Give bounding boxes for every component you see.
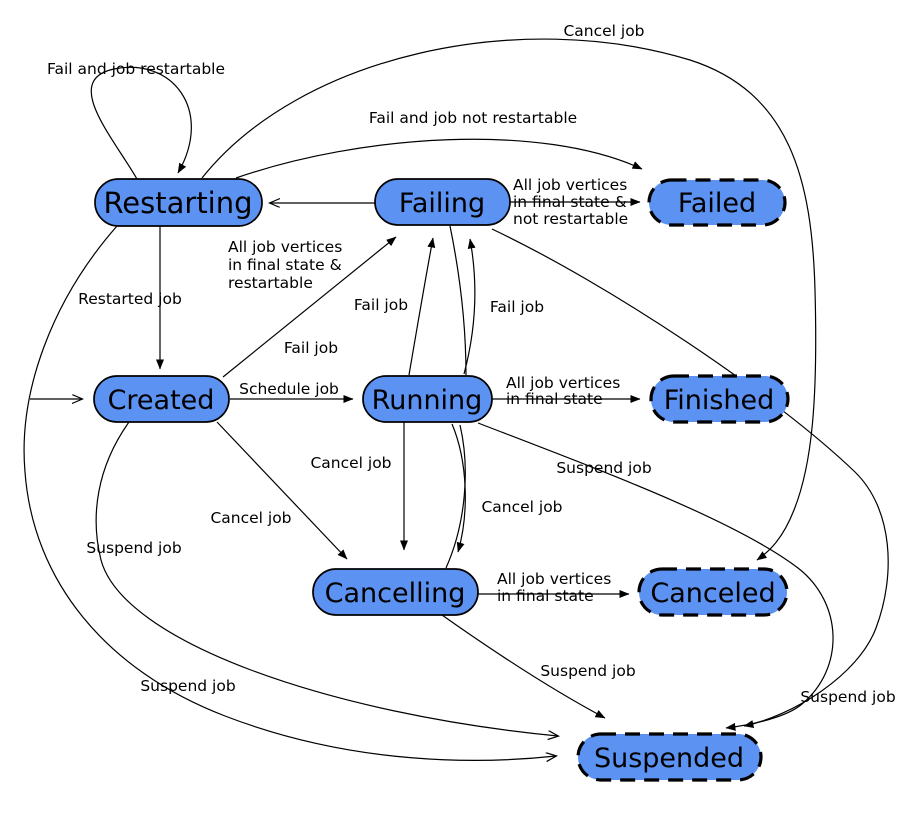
edge-label-suspend-job-cancelling: Suspend job bbox=[540, 662, 635, 680]
edge-label-all-vertices-restartable-3: restartable bbox=[228, 274, 313, 292]
edge-label-suspend-job-restarting: Suspend job bbox=[140, 677, 235, 695]
edge-restarting-self-loop bbox=[90, 66, 192, 180]
edge-cancelling-to-failing-lower bbox=[445, 424, 466, 569]
edge-label-fail-job-cancelling: Fail job bbox=[490, 298, 544, 316]
state-label-created: Created bbox=[108, 385, 215, 416]
state-label-finished: Finished bbox=[664, 385, 775, 416]
state-node-created: Created bbox=[93, 375, 230, 423]
edge-label-all-vertices-not-restartable-3: not restartable bbox=[513, 210, 628, 228]
edge-label-suspend-job-created: Suspend job bbox=[86, 539, 181, 557]
edge-failing-to-suspended bbox=[491, 228, 889, 728]
edge-created-to-cancelling bbox=[216, 421, 348, 560]
edge-label-all-vertices-restartable-1: All job vertices bbox=[228, 238, 342, 256]
edge-running-to-suspended bbox=[477, 422, 834, 731]
state-node-canceled: Canceled bbox=[637, 567, 789, 617]
edge-created-to-suspended bbox=[95, 421, 558, 736]
edge-label-suspend-job-running: Suspend job bbox=[556, 459, 651, 477]
edge-label-cancel-job-created: Cancel job bbox=[210, 509, 291, 527]
edge-label-all-vertices-final-cancelling-2: in final state bbox=[497, 587, 594, 605]
state-label-failed: Failed bbox=[678, 188, 756, 219]
edge-label-fail-and-job-not-restartable: Fail and job not restartable bbox=[369, 109, 577, 127]
edge-label-fail-job-created: Fail job bbox=[284, 339, 338, 357]
edge-label-cancel-job-restarting: Cancel job bbox=[563, 22, 644, 40]
edge-created-to-failing bbox=[222, 236, 397, 378]
state-label-suspended: Suspended bbox=[594, 743, 744, 774]
edge-restarting-to-failed bbox=[235, 138, 643, 179]
state-label-restarting: Restarting bbox=[103, 186, 252, 220]
edge-label-all-vertices-restartable-2: in final state & bbox=[228, 256, 342, 274]
edge-label-fail-job-running: Fail job bbox=[354, 296, 408, 314]
edge-label-all-vertices-final-cancelling-1: All job vertices bbox=[497, 570, 611, 588]
edge-failing-to-cancelling-upper bbox=[449, 225, 467, 376]
state-node-suspended: Suspended bbox=[576, 732, 763, 782]
edge-restarting-to-suspended bbox=[23, 225, 556, 760]
edge-label-fail-and-job-restartable: Fail and job restartable bbox=[47, 60, 225, 78]
state-node-failing: Failing bbox=[374, 178, 511, 226]
edge-label-all-vertices-not-restartable-2: in final state & bbox=[513, 193, 627, 211]
state-label-running: Running bbox=[372, 385, 483, 416]
edge-label-cancel-job-running: Cancel job bbox=[310, 454, 391, 472]
edge-label-all-vertices-not-restartable-1: All job vertices bbox=[513, 176, 627, 194]
edge-cancelling-to-suspended bbox=[441, 614, 606, 719]
state-label-canceled: Canceled bbox=[650, 578, 775, 609]
state-node-cancelling: Cancelling bbox=[312, 568, 479, 616]
state-label-failing: Failing bbox=[399, 188, 485, 219]
edge-label-all-vertices-final-running-2: in final state bbox=[506, 390, 603, 408]
edge-label-cancel-job-failing: Cancel job bbox=[481, 498, 562, 516]
state-label-cancelling: Cancelling bbox=[325, 578, 466, 609]
state-node-finished: Finished bbox=[649, 374, 790, 424]
edge-label-schedule-job: Schedule job bbox=[239, 380, 339, 398]
state-node-restarting: Restarting bbox=[94, 178, 263, 227]
state-node-running: Running bbox=[362, 375, 493, 423]
edge-label-restarted-job: Restarted job bbox=[78, 290, 182, 308]
edge-restarting-to-canceled bbox=[201, 38, 817, 561]
state-node-failed: Failed bbox=[647, 178, 787, 227]
edge-running-to-failing bbox=[408, 237, 436, 376]
edge-cancelling-to-failing-upper bbox=[463, 238, 476, 375]
edge-label-suspend-job-failing: Suspend job bbox=[800, 688, 895, 706]
edge-label-all-vertices-final-running-1: All job vertices bbox=[506, 374, 620, 392]
